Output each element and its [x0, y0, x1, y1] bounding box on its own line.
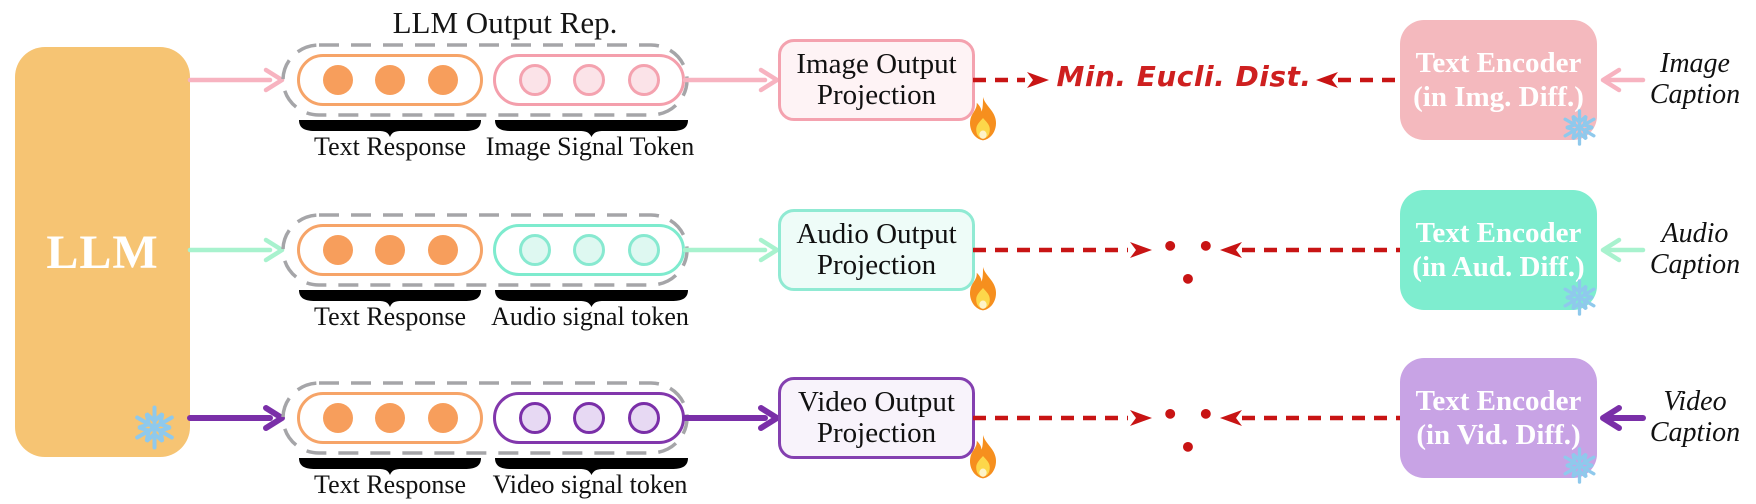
- video-output-projection-box: Video Output Projection: [778, 377, 975, 459]
- caption-label: Image Caption: [1649, 48, 1741, 111]
- encoder-label-line1: Text Encoder: [1415, 216, 1582, 249]
- image-output-projection-box: Image Output Projection: [778, 39, 975, 121]
- encoder-label-line1: Text Encoder: [1415, 46, 1582, 79]
- token-dot: [375, 403, 405, 433]
- text-response-capsule: [297, 392, 483, 444]
- encoder-label-line2: (in Img. Diff.): [1413, 81, 1584, 113]
- signal-token-capsule: [493, 224, 685, 276]
- signal-token-dot: [573, 402, 605, 434]
- signal-token-dot: [627, 402, 660, 434]
- min-euclidean-distance-label: Min. Eucli. Dist.: [1056, 60, 1312, 93]
- caption-to-encoder-arrow: [1600, 67, 1646, 93]
- flame-icon: [969, 267, 997, 311]
- text-response-label: Text Response: [314, 302, 466, 331]
- encoder-label-line2: (in Aud. Diff.): [1412, 251, 1585, 283]
- distance-arrow-right: [1220, 410, 1400, 426]
- signal-token-dot: [573, 234, 605, 266]
- row-video: Text Response Video signal token Video O…: [0, 338, 1756, 504]
- signal-token-label: Audio signal token: [491, 302, 689, 331]
- token-dot: [375, 235, 405, 265]
- signal-token-label: Image Signal Token: [485, 132, 695, 161]
- distance-arrow-left: [973, 72, 1049, 88]
- row-audio: Text Response Audio signal token Audio O…: [0, 170, 1756, 338]
- text-encoder-box-video: Text Encoder (in Vid. Diff.): [1400, 358, 1599, 484]
- token-dot: [427, 65, 458, 95]
- distance-arrow-left: [973, 242, 1152, 258]
- token-dot: [427, 403, 458, 433]
- distance-arrow-right: [1220, 242, 1400, 258]
- llm-output-rep-title: LLM Output Rep.: [392, 5, 618, 40]
- text-encoder-box-image: Text Encoder (in Img. Diff.): [1400, 20, 1599, 146]
- caption-label: Audio Caption: [1649, 218, 1741, 281]
- token-dot: [322, 235, 353, 265]
- text-response-label: Text Response: [314, 132, 466, 161]
- distance-arrow-right: [1316, 72, 1400, 88]
- llm-box: LLM: [15, 47, 190, 457]
- caption-label: Video Caption: [1649, 386, 1741, 449]
- encoder-label-line2: (in Vid. Diff.): [1416, 419, 1581, 451]
- llm-label: LLM: [46, 225, 159, 279]
- signal-token-dot: [573, 64, 605, 96]
- token-dot: [427, 235, 458, 265]
- projection-label-line2: Projection: [816, 417, 937, 449]
- token-dot: [375, 65, 405, 95]
- signal-token-capsule: [493, 54, 685, 106]
- text-response-capsule: [297, 224, 483, 276]
- projection-label-line2: Projection: [816, 249, 937, 281]
- projection-label-line1: Video Output: [798, 385, 955, 418]
- ellipsis-dots: • • •: [1161, 398, 1219, 464]
- signal-token-dot: [518, 234, 551, 266]
- llm-to-rep-arrow: [187, 237, 285, 263]
- signal-token-dot: [518, 64, 551, 96]
- text-response-capsule: [297, 54, 483, 106]
- flame-icon: [969, 97, 997, 141]
- distance-arrow-left: [973, 410, 1152, 426]
- audio-output-projection-box: Audio Output Projection: [778, 209, 975, 291]
- llm-to-rep-arrow: [187, 405, 285, 431]
- rep-to-projection-arrow: [682, 405, 780, 431]
- caption-to-encoder-arrow: [1600, 405, 1646, 431]
- rep-to-projection-arrow: [682, 67, 780, 93]
- token-dot: [322, 403, 353, 433]
- caption-to-encoder-arrow: [1600, 237, 1646, 263]
- snowflake-icon: [1560, 279, 1599, 316]
- signal-token-label: Video signal token: [492, 470, 688, 499]
- ellipsis-dots: • • •: [1161, 230, 1219, 296]
- projection-label-line2: Projection: [816, 79, 937, 111]
- text-response-label: Text Response: [314, 470, 466, 499]
- projection-label-line1: Audio Output: [796, 217, 957, 250]
- snowflake-icon: [1560, 109, 1599, 146]
- rep-to-projection-arrow: [682, 237, 780, 263]
- flame-icon: [969, 435, 997, 479]
- llm-to-rep-arrow: [187, 67, 285, 93]
- snowflake-icon: [1560, 447, 1599, 484]
- signal-token-dot: [627, 64, 660, 96]
- text-encoder-box-audio: Text Encoder (in Aud. Diff.): [1400, 190, 1599, 316]
- projection-label-line1: Image Output: [796, 47, 957, 80]
- signal-token-dot: [518, 402, 551, 434]
- signal-token-capsule: [493, 392, 685, 444]
- signal-token-dot: [627, 234, 660, 266]
- token-dot: [322, 65, 353, 95]
- encoder-label-line1: Text Encoder: [1415, 384, 1582, 417]
- row-image: Text Response Image Signal Token Image O…: [0, 0, 1756, 168]
